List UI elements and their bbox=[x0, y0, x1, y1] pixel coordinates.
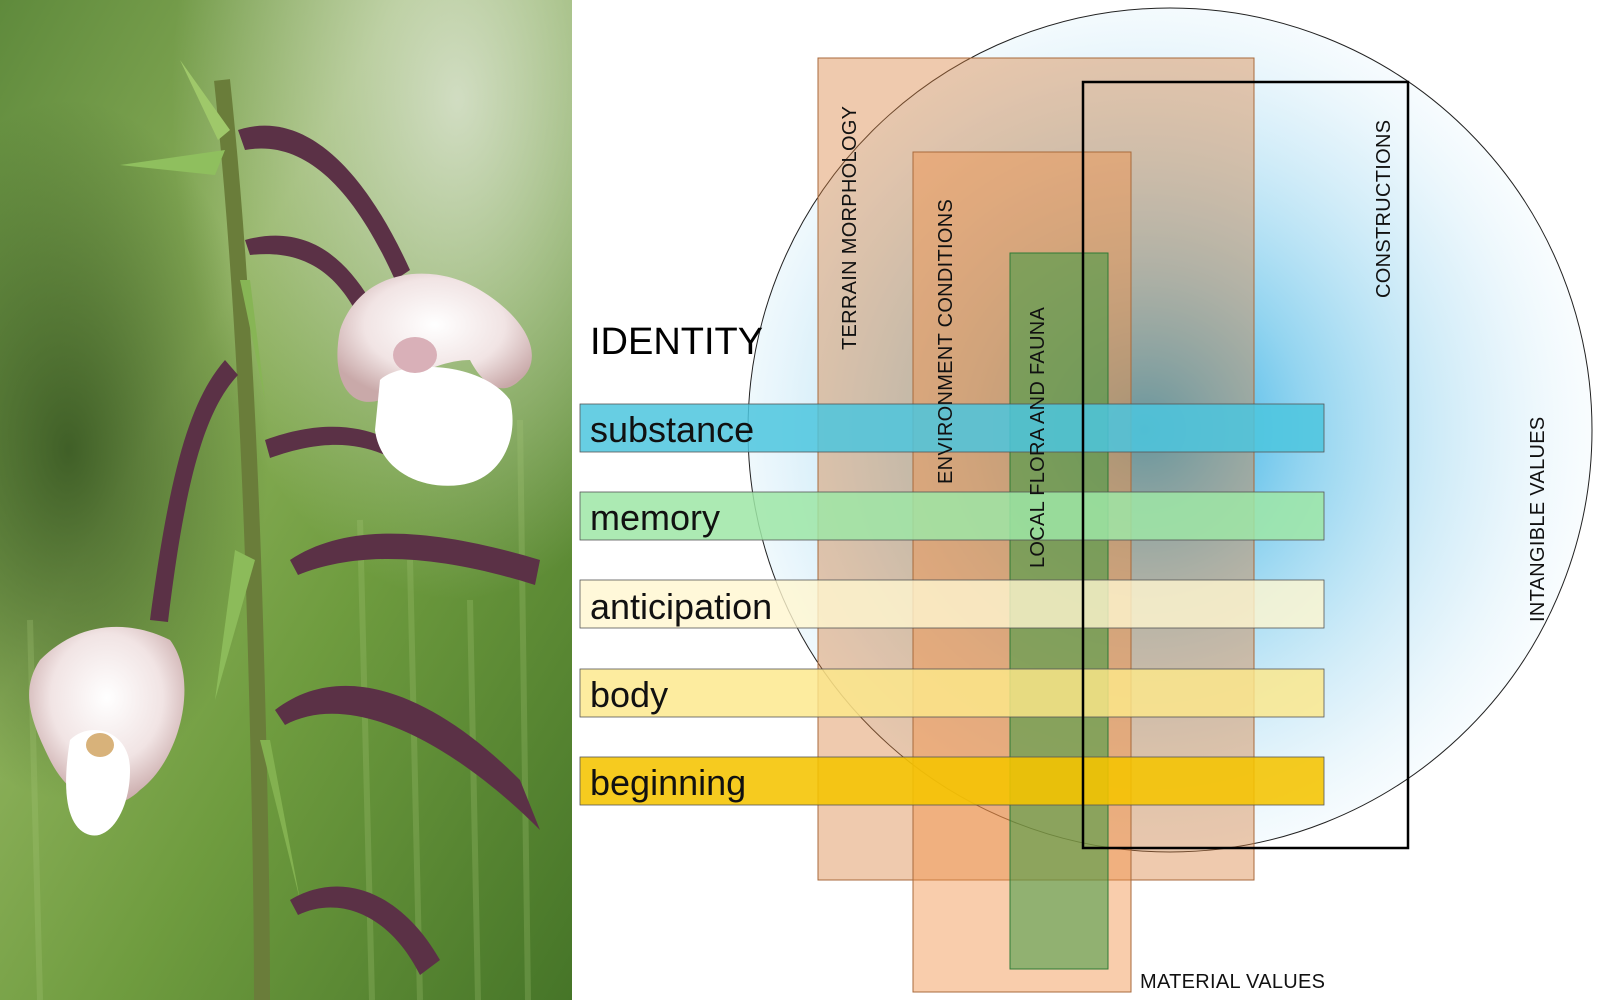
bar-substance bbox=[579, 403, 1325, 453]
label-body: body bbox=[590, 674, 668, 715]
label-constructions: CONSTRUCTIONS bbox=[1373, 120, 1395, 298]
bar-memory bbox=[579, 491, 1325, 541]
constructions-rect bbox=[1081, 80, 1410, 850]
bar-body bbox=[579, 668, 1325, 718]
label-terrain-morphology: TERRAIN MORPHOLOGY bbox=[839, 106, 861, 350]
label-memory: memory bbox=[590, 497, 720, 538]
bar-anticipation bbox=[579, 579, 1325, 629]
label-local-flora-fauna: LOCAL FLORA AND FAUNA bbox=[1027, 306, 1049, 568]
bar-beginning bbox=[579, 756, 1325, 806]
label-environment-conditions: ENVIRONMENT CONDITIONS bbox=[935, 199, 957, 484]
orchid-photo bbox=[0, 0, 572, 1000]
label-material-values: MATERIAL VALUES bbox=[1140, 971, 1325, 993]
label-anticipation: anticipation bbox=[590, 586, 772, 627]
label-substance: substance bbox=[590, 409, 754, 450]
orchid-photo-svg bbox=[0, 0, 572, 1000]
identity-bars bbox=[579, 403, 1325, 806]
label-beginning: beginning bbox=[590, 762, 746, 803]
diagram-title: IDENTITY bbox=[590, 321, 763, 363]
label-intangible-values: INTANGIBLE VALUES bbox=[1527, 416, 1549, 622]
